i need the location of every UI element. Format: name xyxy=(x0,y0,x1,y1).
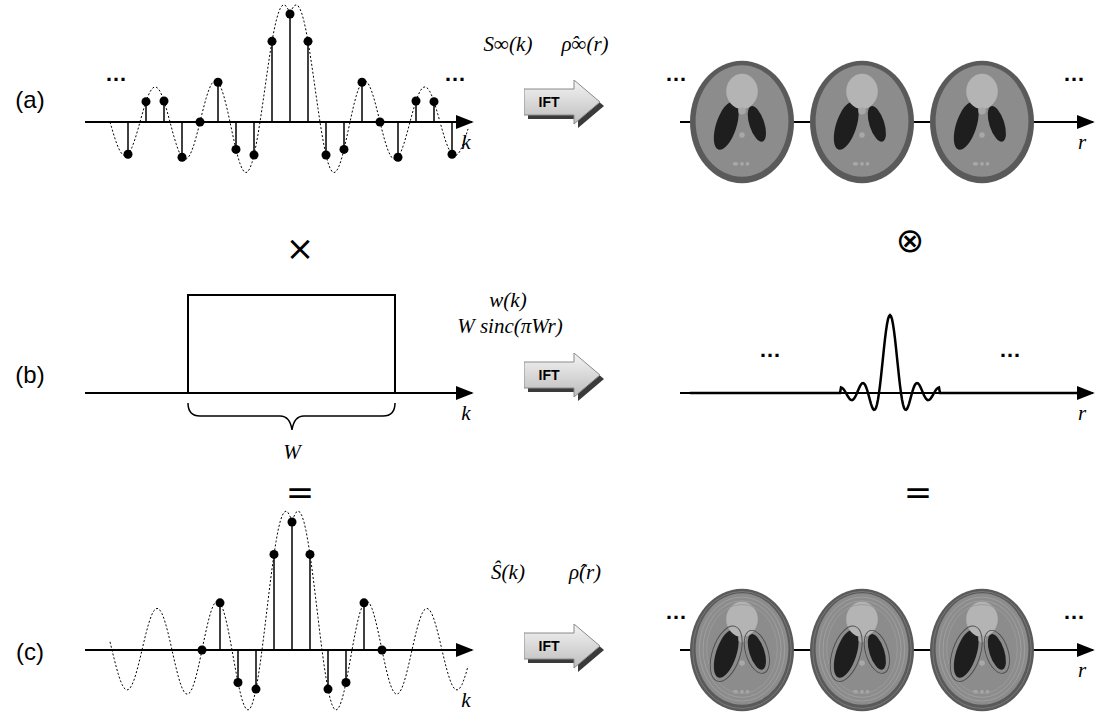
sample-stem xyxy=(232,122,241,154)
ift-arrow: IFT xyxy=(524,80,604,128)
sample-stem xyxy=(448,122,457,159)
ift-arrow: IFT xyxy=(524,624,604,672)
sinc-envelope xyxy=(110,5,468,173)
arrow-shape xyxy=(524,353,604,401)
panel-label: (c) xyxy=(16,640,44,664)
sample-stem xyxy=(412,97,421,122)
ellipsis: … xyxy=(1063,601,1085,623)
axis-label: r xyxy=(1078,132,1086,153)
sample-stem xyxy=(250,122,259,160)
arrow-shape xyxy=(524,624,604,672)
axis-label: r xyxy=(1078,403,1086,424)
operation-label: IFT xyxy=(539,367,560,383)
arrow-body xyxy=(524,624,600,668)
sinc-envelope xyxy=(110,511,468,710)
sample-stem xyxy=(216,598,225,650)
sample-stem xyxy=(286,10,295,123)
k-axis xyxy=(85,649,472,651)
axis-label: r xyxy=(1078,660,1086,681)
ringing-phantom xyxy=(810,589,914,712)
arrow-shape xyxy=(524,80,604,128)
sample-stem xyxy=(198,646,207,655)
operation-label: IFT xyxy=(539,638,560,654)
signal-label: w(k) xyxy=(489,290,526,311)
ringing-phantom xyxy=(690,589,794,712)
sample-stem xyxy=(358,78,367,122)
ellipsis: … xyxy=(105,63,127,85)
arrow-body xyxy=(524,80,600,124)
sample-stem xyxy=(306,550,315,650)
operation-label: IFT xyxy=(539,94,560,110)
ellipsis: … xyxy=(444,63,466,85)
sample-stem xyxy=(324,650,333,694)
sample-stem xyxy=(160,97,169,122)
sample-stem xyxy=(342,650,351,687)
sample-stem xyxy=(378,646,387,655)
phantom xyxy=(930,61,1034,184)
axis-label: k xyxy=(461,690,470,711)
sample-stem xyxy=(322,122,331,160)
sample-stem xyxy=(430,97,439,122)
k-space-samples xyxy=(110,5,468,173)
width-brace xyxy=(188,403,395,430)
ellipsis: … xyxy=(665,63,687,85)
operator: = xyxy=(904,475,933,509)
ellipsis: … xyxy=(1063,63,1085,85)
ringing-phantom xyxy=(930,589,1034,712)
ellipsis: … xyxy=(999,339,1021,361)
sample-stem xyxy=(288,518,297,651)
sample-stem xyxy=(394,122,403,162)
sinc-kernel xyxy=(690,315,1079,410)
k-space-samples xyxy=(110,511,468,710)
sample-stem xyxy=(124,122,133,159)
sample-stem xyxy=(214,78,223,122)
ellipsis: … xyxy=(665,601,687,623)
image-label: W sinc(πWr) xyxy=(457,316,563,337)
ellipsis: … xyxy=(759,339,781,361)
dimension-label: W xyxy=(283,442,301,463)
operator: × xyxy=(286,231,315,265)
signal-label: S∞(k) xyxy=(484,34,533,55)
k-axis xyxy=(85,121,472,123)
arrow-body xyxy=(524,353,600,397)
image-label: ρ̂(r) xyxy=(569,562,601,583)
panel-label: (b) xyxy=(15,363,44,387)
operator: ⊗ xyxy=(896,223,925,257)
sample-stem xyxy=(178,122,187,162)
sample-stem xyxy=(376,118,385,127)
rect-window xyxy=(188,295,395,393)
sample-stem xyxy=(360,598,369,650)
sample-stem xyxy=(304,37,313,122)
sample-stem xyxy=(234,650,243,687)
signal-label: Ŝ(k) xyxy=(491,562,525,583)
operator: = xyxy=(286,475,315,509)
ift-arrow: IFT xyxy=(524,353,604,401)
k-axis xyxy=(85,392,472,394)
sample-stem xyxy=(340,122,349,154)
image-label: ρ̂∞(r) xyxy=(561,34,608,55)
phantom xyxy=(810,61,914,184)
sample-stem xyxy=(268,37,277,122)
sample-stem xyxy=(196,118,205,127)
panel-label: (a) xyxy=(15,88,44,112)
axis-label: k xyxy=(461,403,470,424)
sample-stem xyxy=(142,97,151,122)
sample-stem xyxy=(270,550,279,650)
phantom xyxy=(690,61,794,184)
axis-label: k xyxy=(461,132,470,153)
sample-stem xyxy=(252,650,261,694)
